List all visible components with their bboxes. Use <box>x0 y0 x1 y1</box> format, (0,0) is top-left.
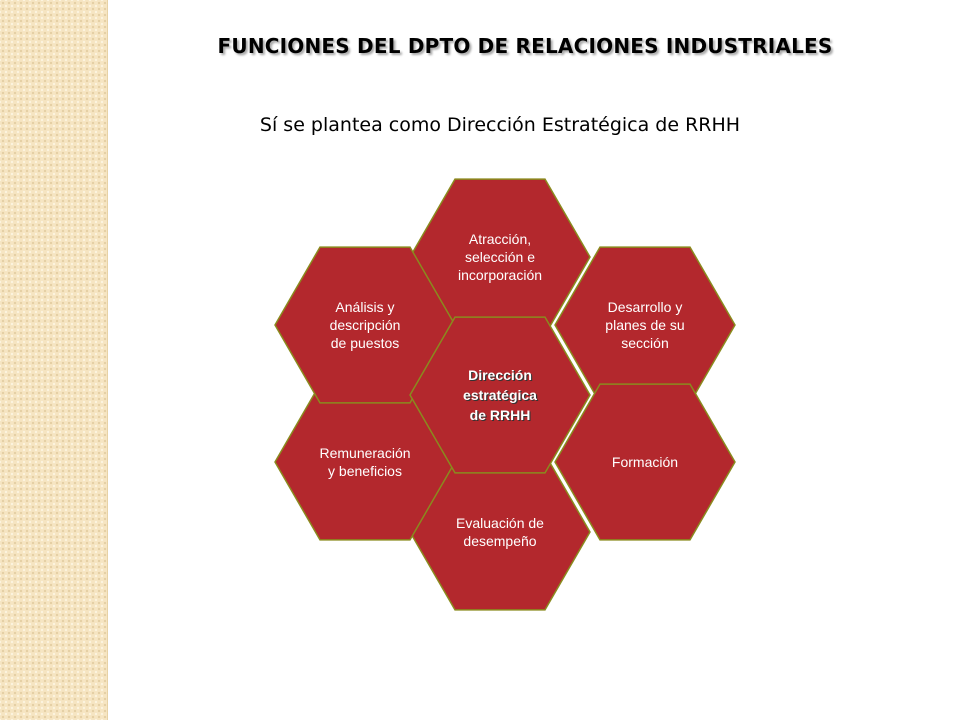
page-title: FUNCIONES DEL DPTO DE RELACIONES INDUSTR… <box>217 34 833 58</box>
page-subtitle: Sí se plantea como Dirección Estratégica… <box>259 114 741 136</box>
hexagon-center <box>409 316 591 474</box>
hexagon-formacion <box>554 383 736 541</box>
decorative-side-band <box>0 0 108 720</box>
hexagon-label-formacion: Formación <box>612 454 678 470</box>
